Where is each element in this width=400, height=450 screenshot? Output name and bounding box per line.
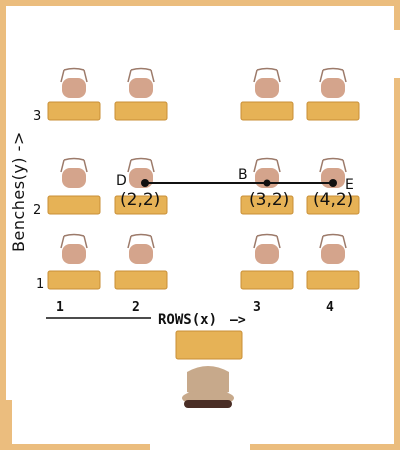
chair-r3-c1	[62, 244, 86, 264]
chair-r2-c2	[129, 168, 153, 188]
point-e-name: E	[345, 177, 354, 193]
y-label-2: 2	[33, 203, 41, 218]
door-frame	[6, 400, 12, 444]
point-d-name: D	[116, 173, 127, 189]
chair-frame-r3-c2	[127, 233, 155, 249]
point-d-dot	[141, 179, 149, 187]
chair-r1-c3	[255, 78, 279, 98]
point-b-dot	[263, 179, 271, 187]
chair-r1-c4	[321, 78, 345, 98]
wall-bottom-left	[0, 444, 150, 450]
chair-frame-r2-c1	[60, 157, 88, 173]
wall-bottom-right	[250, 444, 400, 450]
teacher-desk	[175, 330, 243, 360]
bench-r2-c3	[240, 195, 294, 215]
wall-right-upper	[394, 0, 400, 30]
chair-frame-r2-c2	[127, 157, 155, 173]
bench-r3-c2	[114, 270, 168, 290]
chair-r1-c1	[62, 78, 86, 98]
chair-r3-c4	[321, 244, 345, 264]
point-b-coord: (3,2)	[249, 190, 289, 210]
y-label-1: 1	[36, 277, 44, 292]
seating-grid	[47, 67, 360, 290]
chair-frame-r3-c4	[319, 233, 347, 249]
point-b-name: B	[238, 167, 248, 183]
chair-frame-r3-c1	[60, 233, 88, 249]
x-label-3: 3	[253, 300, 261, 315]
point-e-dot	[329, 179, 337, 187]
bench-r1-c1	[47, 101, 101, 121]
chair-frame-r1-c4	[319, 67, 347, 83]
bench-r3-c3	[240, 270, 294, 290]
y-axis-title: Benches(y) ->	[9, 131, 28, 252]
x-label-4: 4	[326, 300, 334, 315]
wall-top	[0, 0, 400, 6]
chair-frame-r2-c3	[253, 157, 281, 173]
bench-r2-c2	[114, 195, 168, 215]
bench-r1-c2	[114, 101, 168, 121]
bench-r2-c1	[47, 195, 101, 215]
x-axis-arrow: —>	[230, 313, 246, 328]
point-e-coord: (4,2)	[313, 190, 353, 210]
y-label-3: 3	[33, 109, 41, 124]
point-d-coord: (2,2)	[120, 190, 160, 210]
teacher-chair	[182, 366, 234, 408]
bench-r3-c1	[47, 270, 101, 290]
chair-frame-r1-c3	[253, 67, 281, 83]
chair-r3-c3	[255, 244, 279, 264]
chair-frame-r3-c3	[253, 233, 281, 249]
wall-left	[0, 0, 6, 450]
bench-r1-c3	[240, 101, 294, 121]
x-label-1: 1	[56, 300, 64, 315]
teacher-area	[175, 330, 243, 408]
chair-r1-c2	[129, 78, 153, 98]
chair-frame-r1-c2	[127, 67, 155, 83]
chair-r2-c1	[62, 168, 86, 188]
bench-r3-c4	[306, 270, 360, 290]
bench-r1-c4	[306, 101, 360, 121]
bench-r2-c4	[306, 195, 360, 215]
x-label-2: 2	[132, 300, 140, 315]
x-axis-title: ROWS(x)	[158, 312, 217, 328]
wall-right-lower	[394, 78, 400, 450]
chair-r3-c2	[129, 244, 153, 264]
chair-frame-r1-c1	[60, 67, 88, 83]
chair-frame-r2-c4	[319, 157, 347, 173]
